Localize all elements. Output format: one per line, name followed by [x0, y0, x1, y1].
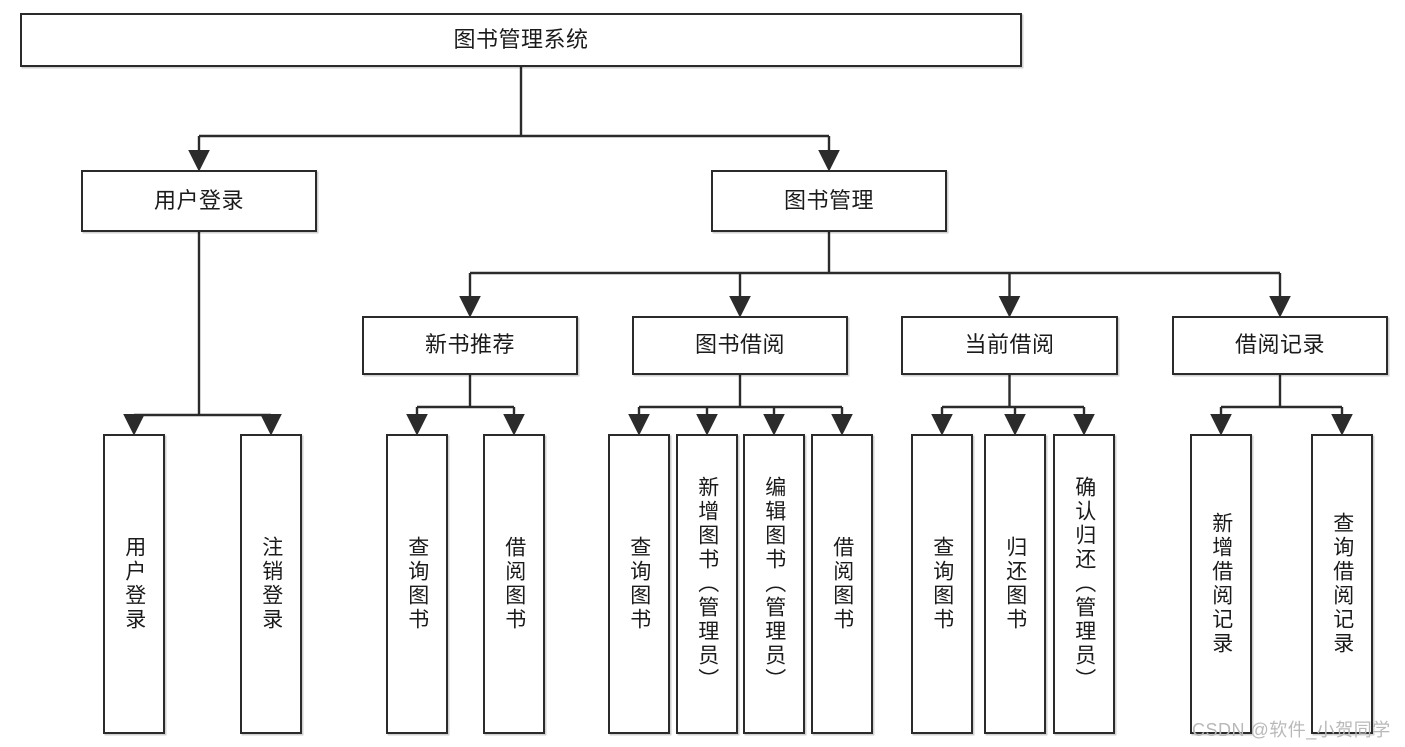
node-label: 当前借阅 [964, 332, 1055, 358]
node-leaf-borrow-book[interactable]: 借阅图书 [811, 434, 873, 734]
node-new-book-recommend[interactable]: 新书推荐 [362, 316, 578, 375]
node-label: 用户登录 [153, 187, 244, 213]
node-label: 新书推荐 [424, 332, 515, 358]
node-leaf-confirm-return-admin[interactable]: 确认归还（管理员） [1053, 434, 1115, 734]
node-borrow-record[interactable]: 借阅记录 [1172, 316, 1388, 375]
node-label: 用户登录 [122, 536, 146, 632]
node-label: 注销登录 [259, 536, 283, 632]
node-label: 查询借阅记录 [1330, 512, 1354, 656]
node-leaf-query-book-borrow[interactable]: 查询图书 [608, 434, 670, 734]
node-current-borrow[interactable]: 当前借阅 [901, 316, 1118, 375]
node-label: 图书管理 [783, 187, 874, 213]
node-leaf-add-borrow-record[interactable]: 新增借阅记录 [1190, 434, 1252, 734]
node-leaf-user-login[interactable]: 用户登录 [103, 434, 165, 734]
node-leaf-add-book-admin[interactable]: 新增图书（管理员） [676, 434, 738, 734]
node-label: 图书借阅 [694, 332, 785, 358]
node-label: 借阅记录 [1234, 332, 1325, 358]
node-label: 借阅图书 [502, 536, 526, 632]
node-root-book-management-system[interactable]: 图书管理系统 [20, 13, 1022, 67]
node-book-borrow[interactable]: 图书借阅 [632, 316, 848, 375]
node-label: 确认归还（管理员） [1072, 476, 1096, 692]
node-leaf-borrow-book-recommend[interactable]: 借阅图书 [483, 434, 545, 734]
node-user-login[interactable]: 用户登录 [81, 170, 317, 232]
node-label: 查询图书 [930, 536, 954, 632]
node-label: 借阅图书 [830, 536, 854, 632]
node-leaf-return-book[interactable]: 归还图书 [984, 434, 1046, 734]
node-label: 编辑图书（管理员） [762, 476, 786, 692]
node-leaf-query-book-recommend[interactable]: 查询图书 [386, 434, 448, 734]
node-label: 新增借阅记录 [1209, 512, 1233, 656]
node-leaf-logout[interactable]: 注销登录 [240, 434, 302, 734]
node-label: 图书管理系统 [453, 26, 589, 52]
node-leaf-query-borrow-record[interactable]: 查询借阅记录 [1311, 434, 1373, 734]
node-label: 查询图书 [405, 536, 429, 632]
node-label: 归还图书 [1003, 536, 1027, 632]
node-leaf-query-book-current[interactable]: 查询图书 [911, 434, 973, 734]
node-label: 查询图书 [627, 536, 651, 632]
node-leaf-edit-book-admin[interactable]: 编辑图书（管理员） [743, 434, 805, 734]
watermark-text: CSDN @软件_小贺同学 [1192, 720, 1391, 740]
node-book-management[interactable]: 图书管理 [711, 170, 947, 232]
node-label: 新增图书（管理员） [695, 476, 719, 692]
